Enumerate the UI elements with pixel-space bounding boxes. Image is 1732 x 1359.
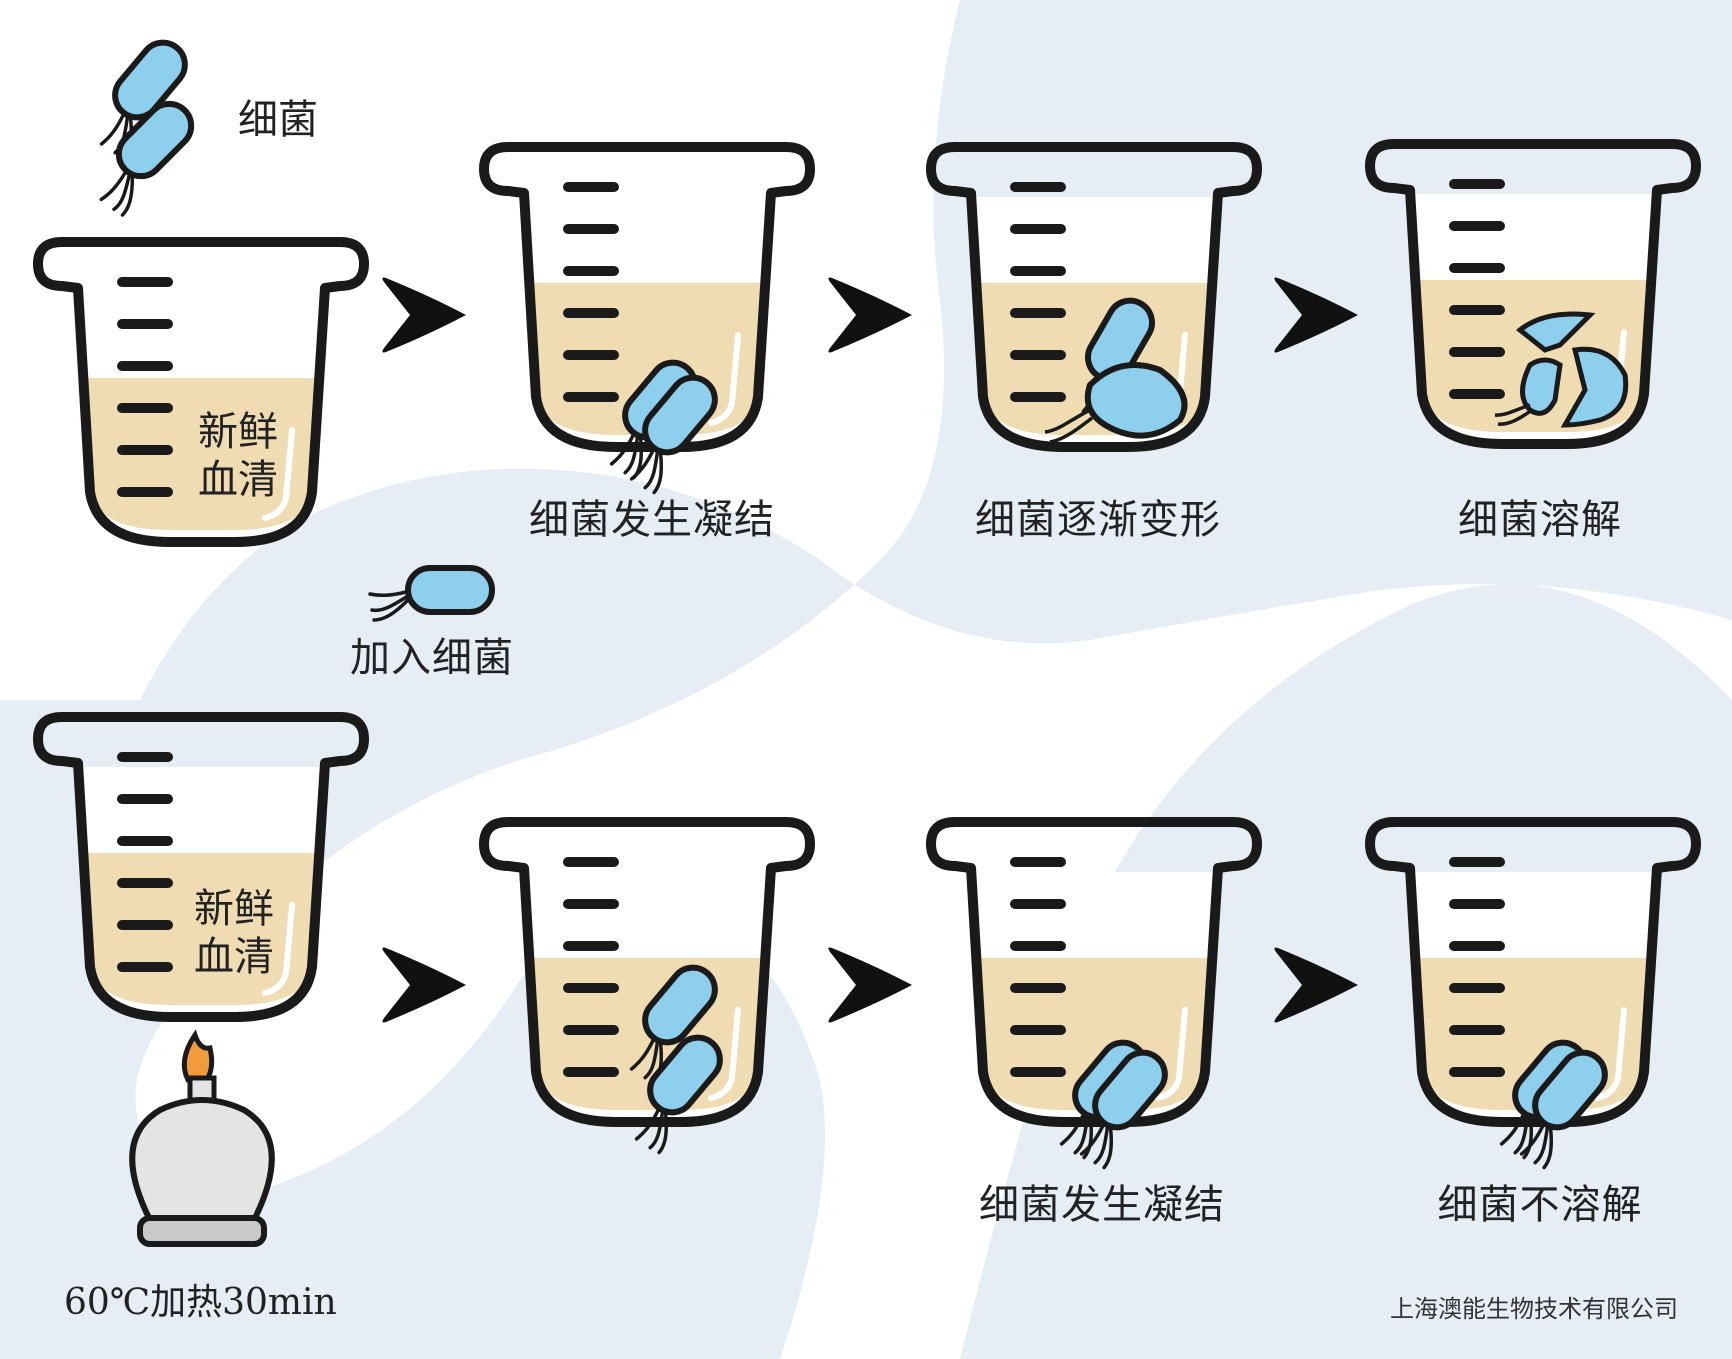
bacteria-lysed-top xyxy=(1494,311,1629,428)
alcohol-burner-icon xyxy=(129,1029,275,1247)
bacteria-deforming-top xyxy=(1044,293,1188,444)
